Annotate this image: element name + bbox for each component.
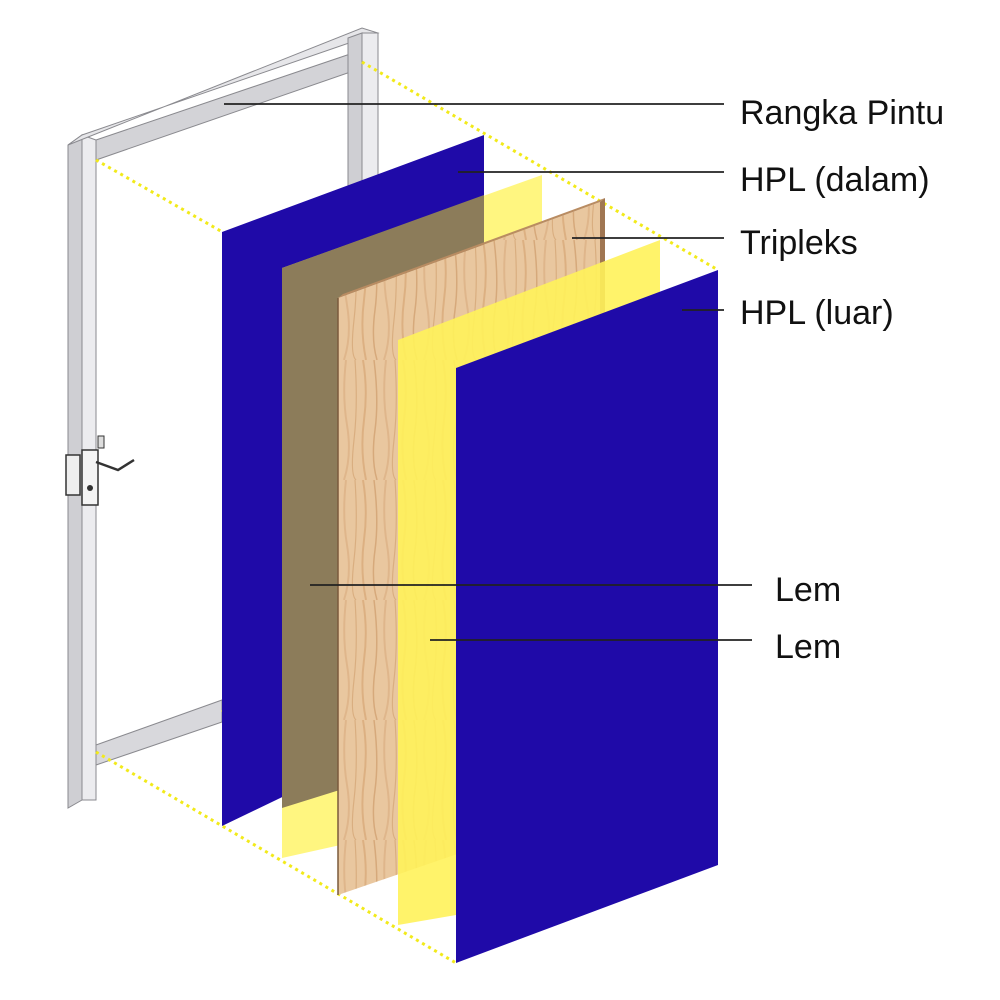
label-plywood: Tripleks: [740, 226, 858, 260]
label-hpl-inner: HPL (dalam): [740, 163, 930, 197]
label-glue-1: Lem: [775, 573, 841, 607]
label-hpl-outer: HPL (luar): [740, 296, 894, 330]
label-frame: Rangka Pintu: [740, 96, 944, 130]
label-glue-2: Lem: [775, 630, 841, 664]
hpl-outer-panel: [456, 270, 718, 963]
